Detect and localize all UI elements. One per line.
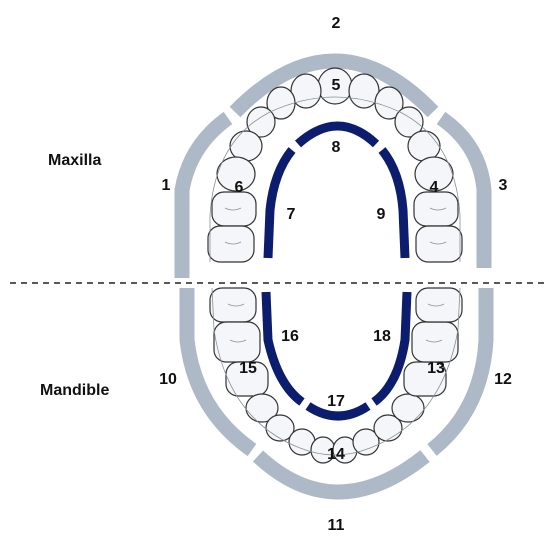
segment-17-arch [305,402,371,421]
segment-8-arch [294,121,380,148]
gum-line [211,287,461,456]
label-17: 17 [327,393,345,410]
segment-16-arch [261,291,305,406]
tooth [414,156,454,192]
label-2: 2 [332,15,341,32]
segment-18-arch [371,291,412,406]
label-9: 9 [377,206,386,223]
label-6: 6 [235,179,244,196]
segment-1-band [174,111,233,278]
tooth [209,287,257,323]
label-16: 16 [281,328,299,345]
tooth [211,191,257,227]
label-8: 8 [332,139,341,156]
label-5: 5 [332,77,341,94]
mandible-label: Mandible [40,382,109,399]
label-3: 3 [499,177,508,194]
maxilla-teeth [207,67,463,263]
label-12: 12 [494,371,512,388]
tooth [391,393,425,423]
tooth-groove [224,207,447,245]
tooth [394,106,424,138]
tooth [415,287,463,323]
label-11: 11 [328,517,345,534]
maxilla-label: Maxilla [48,152,101,169]
tooth [225,361,269,397]
mandible-teeth [209,287,463,464]
tooth [265,414,295,442]
segment-9-arch [378,147,410,259]
segment-2-band [229,53,439,118]
gum-line [209,96,461,262]
label-18: 18 [373,328,391,345]
tooth [216,156,256,192]
label-15: 15 [239,360,257,377]
tooth [413,191,459,227]
segment-3-band [436,111,492,268]
tooth [246,106,276,138]
tooth-groove [227,303,445,343]
label-4: 4 [430,179,439,196]
segment-7-arch [263,147,296,259]
tooth [245,393,279,423]
inner-arch [261,121,412,421]
segment-12-band [427,288,494,456]
label-7: 7 [287,206,296,223]
label-10: 10 [159,371,177,388]
label-14: 14 [327,446,345,463]
segment-10-band [179,288,257,457]
outer-band [174,53,494,500]
segment-11-band [252,450,430,500]
tooth [373,414,403,442]
label-13: 13 [427,360,445,377]
tooth [352,428,380,456]
label-1: 1 [162,177,171,194]
